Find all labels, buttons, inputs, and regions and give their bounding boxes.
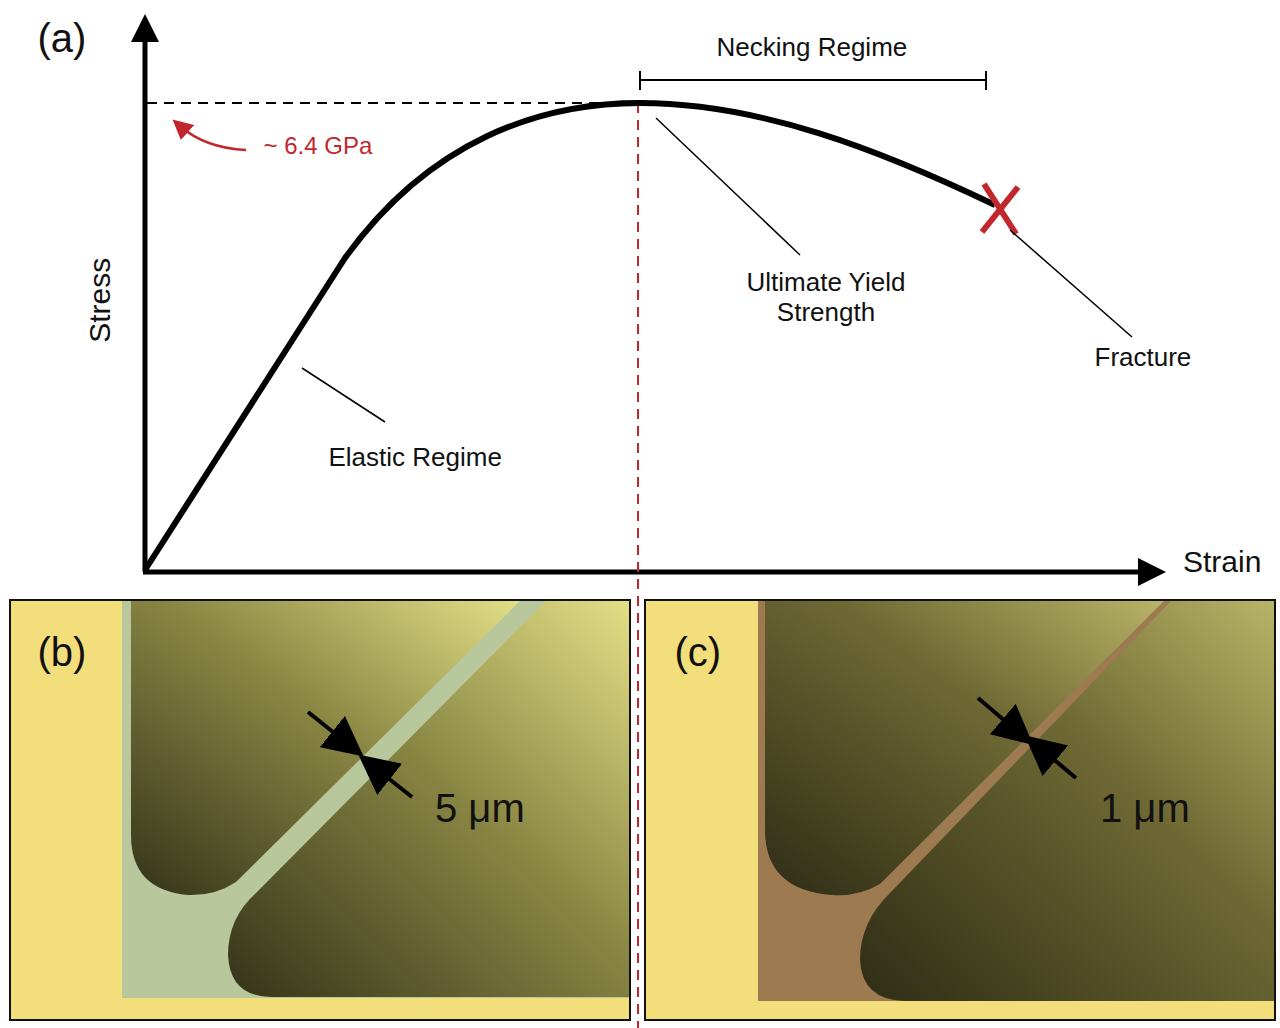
range-bracket (640, 79, 986, 81)
value-callout: ~ 6.4 GPa (264, 132, 373, 160)
point-label: Fracture (1095, 343, 1192, 373)
axis-title: Strain (1183, 545, 1261, 580)
leader-line (1010, 230, 1132, 337)
axis-arrowhead (1138, 558, 1166, 586)
panel-letter: (c) (675, 629, 722, 675)
dimension-arrow (978, 698, 1018, 732)
guide-line (147, 102, 640, 104)
range-bracket (985, 71, 987, 90)
fracture-mark (982, 187, 1018, 232)
micrograph-frame (645, 600, 1275, 1020)
leader-line (656, 118, 800, 255)
axis-arrowhead (131, 14, 159, 42)
point-label: Ultimate Yield Strength (711, 268, 941, 328)
callout-arrow (180, 126, 246, 150)
axis-title: Stress (83, 257, 118, 342)
dimension-label: 1 μm (1100, 785, 1190, 831)
etched-region (228, 601, 629, 997)
y-axis (143, 40, 148, 572)
panel-letter: (b) (38, 629, 87, 675)
membrane (758, 601, 1274, 1001)
dimension-arrow (1040, 748, 1076, 778)
etched-region (860, 601, 1274, 1001)
panel-letter: (a) (38, 15, 87, 61)
membrane (122, 601, 629, 998)
region-label: Elastic Regime (329, 443, 502, 473)
x-axis (143, 570, 1140, 575)
dimension-label: 5 μm (435, 785, 525, 831)
leader-line (302, 368, 385, 422)
dimension-arrow (308, 712, 348, 744)
dimension-arrow (374, 767, 412, 797)
range-bracket (639, 71, 641, 90)
micrograph-frame (10, 600, 630, 1020)
guide-line (637, 103, 639, 1028)
stress-strain-curve (145, 103, 995, 570)
range-label: Necking Regime (717, 33, 908, 63)
